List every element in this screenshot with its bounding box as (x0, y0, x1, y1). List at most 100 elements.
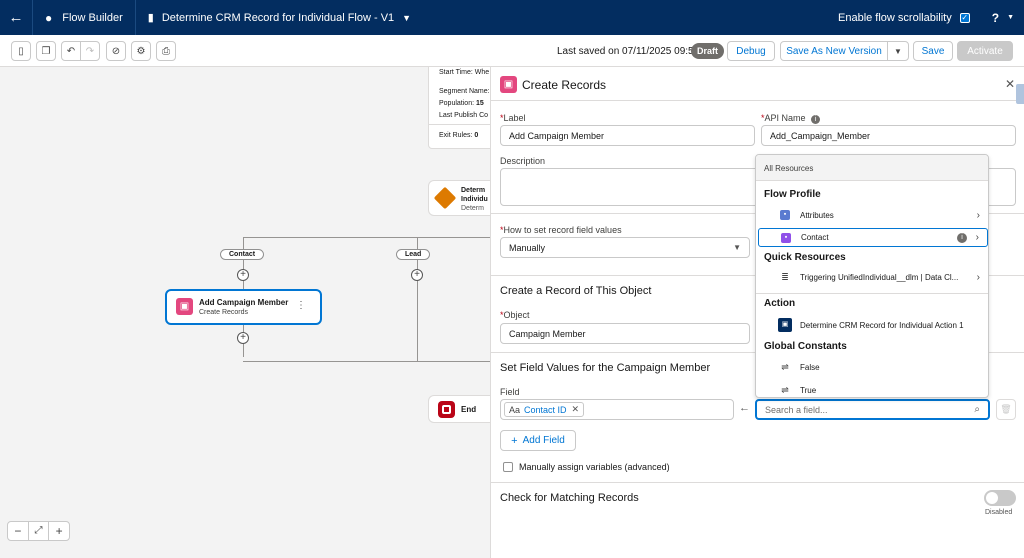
connector-line (417, 237, 418, 361)
group-flow-profile: Flow Profile (764, 189, 821, 200)
copy-icon[interactable]: ❐ (36, 41, 56, 61)
zoom-controls: − ⤢ + (7, 521, 70, 541)
flow-title-menu[interactable]: ▮ Determine CRM Record for Individual Fl… (136, 0, 423, 35)
group-action: Action (764, 298, 796, 309)
field-label: Field (500, 387, 520, 397)
save-as-new-version-button[interactable]: Save As New Version (780, 41, 888, 61)
add-element-icon[interactable]: + (411, 269, 423, 281)
decision-title-1: Determ (461, 187, 486, 194)
item-contact[interactable]: ▪ Contact i › (758, 228, 988, 247)
flow-canvas[interactable]: Start Time: Whe Segment Name: Population… (0, 67, 490, 558)
description-label: Description (500, 156, 546, 166)
api-name-field-label: *API Name i (761, 113, 821, 124)
add-field-label: Add Field (522, 435, 565, 446)
item-true[interactable]: ⇌ True (758, 380, 988, 400)
chevron-down-icon: ▼ (402, 12, 412, 23)
end-node[interactable]: End (428, 395, 490, 423)
print-icon[interactable]: ⎙ (156, 41, 176, 61)
label-input[interactable]: Add Campaign Member (500, 125, 755, 146)
decision-sub: Determ (461, 205, 484, 212)
debug-button[interactable]: Debug (727, 41, 775, 61)
zoom-in-button[interactable]: + (55, 524, 63, 538)
how-to-set-select[interactable]: Manually ▼ (500, 237, 750, 258)
search-icon: ⌕ (974, 404, 980, 415)
text-type-icon: Aa (509, 404, 521, 415)
expand-panel-handle[interactable] (1016, 84, 1024, 104)
decision-node[interactable]: Determ Individu Determ (428, 180, 490, 216)
panel-divider (491, 100, 1024, 101)
last-saved-text: Last saved on 07/11/2025 09:57 (557, 46, 700, 57)
list-icon: ≣ (780, 272, 790, 282)
more-actions-icon[interactable]: ⋮ (296, 300, 306, 311)
search-field-input[interactable]: Search a field... ⌕ (755, 399, 990, 420)
end-label: End (461, 405, 477, 414)
resource-dropdown: All Resources Flow Profile ▪ Attributes … (755, 154, 989, 398)
undo-icon[interactable]: ↶ (61, 41, 81, 61)
redo-icon[interactable]: ↷ (80, 41, 100, 61)
item-attributes-label: Attributes (800, 210, 834, 220)
activate-button[interactable]: Activate (957, 41, 1013, 61)
dropdown-header: All Resources (756, 155, 988, 181)
connector-line (243, 237, 490, 238)
how-to-set-value: Manually (509, 242, 546, 253)
branch-label-lead: Lead (396, 249, 431, 260)
segment-name-text: Segment Name: (439, 88, 490, 95)
item-attributes[interactable]: ▪ Attributes › (758, 205, 988, 225)
item-triggering-label: Triggering UnifiedIndividual__dlm | Data… (800, 272, 959, 282)
toggle-status-label: Disabled (985, 509, 1013, 516)
add-campaign-member-node[interactable]: ▣ Add Campaign Member Create Records ⋮ (165, 289, 322, 325)
item-false[interactable]: ⇌ False (758, 357, 988, 377)
chevron-down-icon[interactable]: ▼ (1007, 14, 1014, 21)
chevron-right-icon: › (976, 209, 980, 221)
item-contact-label: Contact (801, 233, 829, 242)
start-element-card[interactable]: Start Time: Whe Segment Name: Population… (428, 67, 490, 149)
manual-assign-checkbox[interactable] (503, 462, 513, 472)
item-action[interactable]: ▣ Determine CRM Record for Individual Ac… (758, 315, 988, 335)
delete-icon[interactable]: 🗑 (996, 399, 1016, 420)
flow-title: Determine CRM Record for Individual Flow… (161, 11, 395, 24)
field-input[interactable]: Aa Contact ID ✕ (500, 399, 734, 420)
document-icon: ▮ (147, 12, 154, 24)
toggle-knob (986, 492, 998, 504)
scroll-checkbox[interactable]: ✓ (959, 12, 970, 23)
help-icon[interactable]: ? (991, 10, 1000, 25)
population-text: Population: 15 (439, 100, 484, 107)
close-icon[interactable]: ✕ (1005, 77, 1016, 91)
how-to-set-label: *How to set record field values (500, 225, 622, 235)
attributes-icon: ▪ (780, 210, 790, 220)
matching-toggle[interactable] (984, 490, 1016, 506)
back-arrow-icon[interactable]: ← (0, 0, 33, 35)
chevron-down-icon: ▼ (733, 243, 741, 252)
remove-icon[interactable]: ✕ (571, 404, 580, 414)
label-field-label: *Label (500, 113, 526, 123)
last-publish-text: Last Publish Co (439, 112, 489, 119)
object-input[interactable]: Campaign Member (500, 323, 750, 344)
toggle-icon: ⇌ (780, 362, 790, 372)
deactivate-icon[interactable]: ⊘ (106, 41, 126, 61)
decision-title-2: Individu (461, 196, 488, 203)
node-sub: Create Records (199, 309, 249, 316)
start-time-text: Start Time: Whe (439, 69, 490, 76)
item-triggering[interactable]: ≣ Triggering UnifiedIndividual__dlm | Da… (758, 267, 988, 287)
toolbar: ▯ ❐ ↶ ↷ ⊘ ⚙ ⎙ Last saved on 07/11/2025 0… (0, 35, 1024, 67)
add-element-icon[interactable]: + (237, 332, 249, 344)
chevron-right-icon: › (976, 271, 980, 283)
chevron-right-icon: › (975, 232, 979, 243)
api-name-input[interactable]: Add_Campaign_Member (761, 125, 1016, 146)
top-nav-bar: ← ● Flow Builder ▮ Determine CRM Record … (0, 0, 1024, 35)
zoom-out-button[interactable]: − (8, 522, 29, 540)
location-pin-icon: ● (45, 10, 53, 25)
app-name-item[interactable]: ● Flow Builder (33, 0, 136, 35)
check-matching-heading: Check for Matching Records (500, 492, 639, 504)
add-field-button[interactable]: +Add Field (500, 430, 576, 451)
search-placeholder: Search a field... (765, 404, 828, 415)
info-icon[interactable]: i (957, 232, 967, 243)
chevron-down-icon[interactable]: ▼ (887, 41, 909, 61)
fit-view-button[interactable]: ⤢ (29, 522, 50, 540)
save-button[interactable]: Save (913, 41, 953, 61)
stop-icon-inner (442, 405, 451, 414)
toggle-panel-icon[interactable]: ▯ (11, 41, 31, 61)
gear-icon[interactable]: ⚙ (131, 41, 151, 61)
decision-icon (433, 186, 457, 210)
add-element-icon[interactable]: + (237, 269, 249, 281)
